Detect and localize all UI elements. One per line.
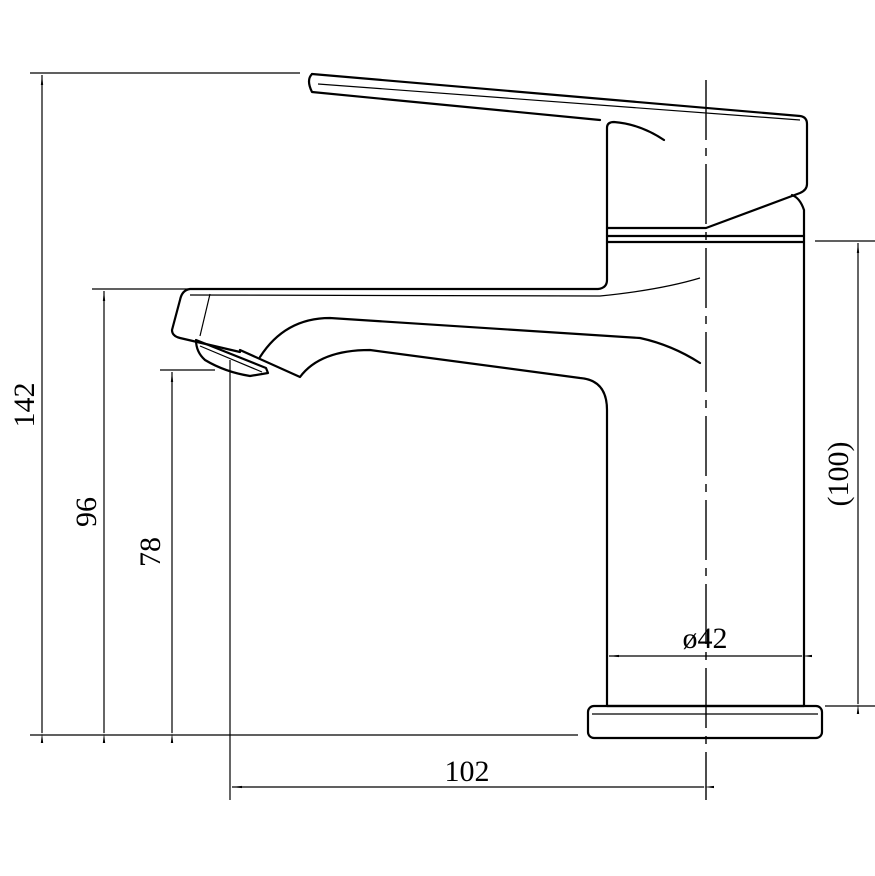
lever-handle — [310, 72, 809, 230]
label-100: (100) — [822, 442, 855, 507]
base-plate — [586, 704, 824, 740]
label-42: ø42 — [683, 622, 728, 655]
label-96: 96 — [70, 497, 103, 527]
label-102: 102 — [445, 755, 490, 788]
extension-lines — [30, 72, 875, 800]
label-78: 78 — [134, 537, 167, 567]
aerator — [194, 338, 270, 378]
label-142: 142 — [8, 383, 41, 428]
body — [238, 240, 806, 708]
dimension-arrows — [40, 75, 860, 789]
faucet-outline — [170, 72, 824, 740]
